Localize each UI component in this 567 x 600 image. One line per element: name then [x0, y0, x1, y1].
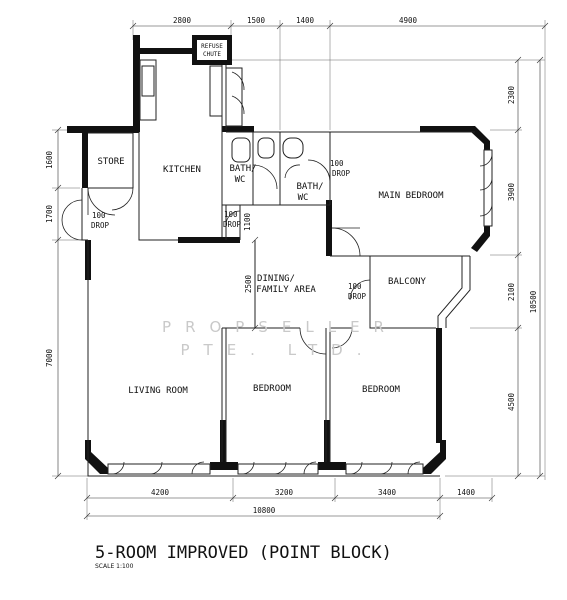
drop-balcony-txt: DROP: [348, 292, 367, 301]
label-dining-2: FAMILY AREA: [256, 285, 316, 295]
dim-right-3: 2100: [507, 282, 516, 301]
dim-right-4: 4500: [507, 392, 516, 411]
label-refuse-chute-2: CHUTE: [203, 51, 221, 58]
label-dining-1: DINING/: [257, 274, 295, 284]
doors: [61, 71, 493, 475]
dim-left-3: 7000: [45, 348, 54, 367]
drawing-scale: SCALE 1:100: [95, 563, 134, 570]
drop-bath2-txt: DROP: [332, 169, 351, 178]
interior-lines: [81, 59, 493, 477]
dim-bottom-3: 3400: [378, 488, 397, 497]
dim-top-2: 1500: [247, 16, 266, 25]
label-main-bedroom: MAIN BEDROOM: [378, 191, 444, 201]
dim-top-1: 2800: [173, 16, 192, 25]
dim-right-1: 2300: [507, 85, 516, 104]
dim-kitchen-gap: 1100: [243, 212, 252, 231]
drop-store-num: 100: [92, 211, 106, 220]
room-labels: REFUSE CHUTE STORE KITCHEN BATH/ WC BATH…: [97, 43, 444, 396]
drawing-title: 5-ROOM IMPROVED (POINT BLOCK): [95, 543, 392, 563]
dimension-lines: [52, 20, 549, 520]
dim-left-2: 1700: [45, 204, 54, 223]
watermark-line-2: PTE. LTD.: [181, 341, 376, 359]
drop-bath2-num: 100: [330, 159, 344, 168]
dim-left-1: 1600: [45, 150, 54, 169]
walls: [67, 35, 490, 474]
drop-labels: 100 DROP 100 DROP 100 DROP 100 DROP: [91, 159, 367, 301]
label-bath2-2: WC: [298, 193, 309, 203]
watermark: PROPSELLER PTE. LTD.: [162, 318, 398, 359]
dim-bottom-total: 10800: [253, 506, 276, 515]
dim-top-3: 1400: [296, 16, 315, 25]
dim-right-2: 3900: [507, 182, 516, 201]
drop-kitchen-num: 100: [224, 210, 238, 219]
drop-balcony-num: 100: [348, 282, 362, 291]
label-bath1-2: WC: [235, 175, 246, 185]
dim-bottom-2: 3200: [275, 488, 294, 497]
dim-left-inner: 2500: [244, 274, 253, 293]
label-bedroom-1: BEDROOM: [253, 384, 292, 394]
dimension-text: 2800 1500 1400 4900 4200 3200 3400 1400 …: [45, 16, 538, 515]
label-kitchen: KITCHEN: [163, 165, 201, 175]
label-store: STORE: [97, 157, 124, 167]
label-refuse-chute-1: REFUSE: [201, 43, 223, 50]
drop-store-txt: DROP: [91, 221, 110, 230]
watermark-line-1: PROPSELLER: [162, 318, 398, 336]
drop-kitchen-txt: DROP: [223, 220, 242, 229]
label-balcony: BALCONY: [388, 277, 427, 287]
dim-top-4: 4900: [399, 16, 418, 25]
dim-right-total: 10500: [529, 290, 538, 313]
dim-bottom-4: 1400: [457, 488, 476, 497]
dim-bottom-1: 4200: [151, 488, 170, 497]
label-bath2-1: BATH/: [296, 182, 323, 192]
label-bedroom-2: BEDROOM: [362, 385, 401, 395]
label-bath1-1: BATH/: [229, 164, 256, 174]
label-living-room: LIVING ROOM: [128, 386, 188, 396]
